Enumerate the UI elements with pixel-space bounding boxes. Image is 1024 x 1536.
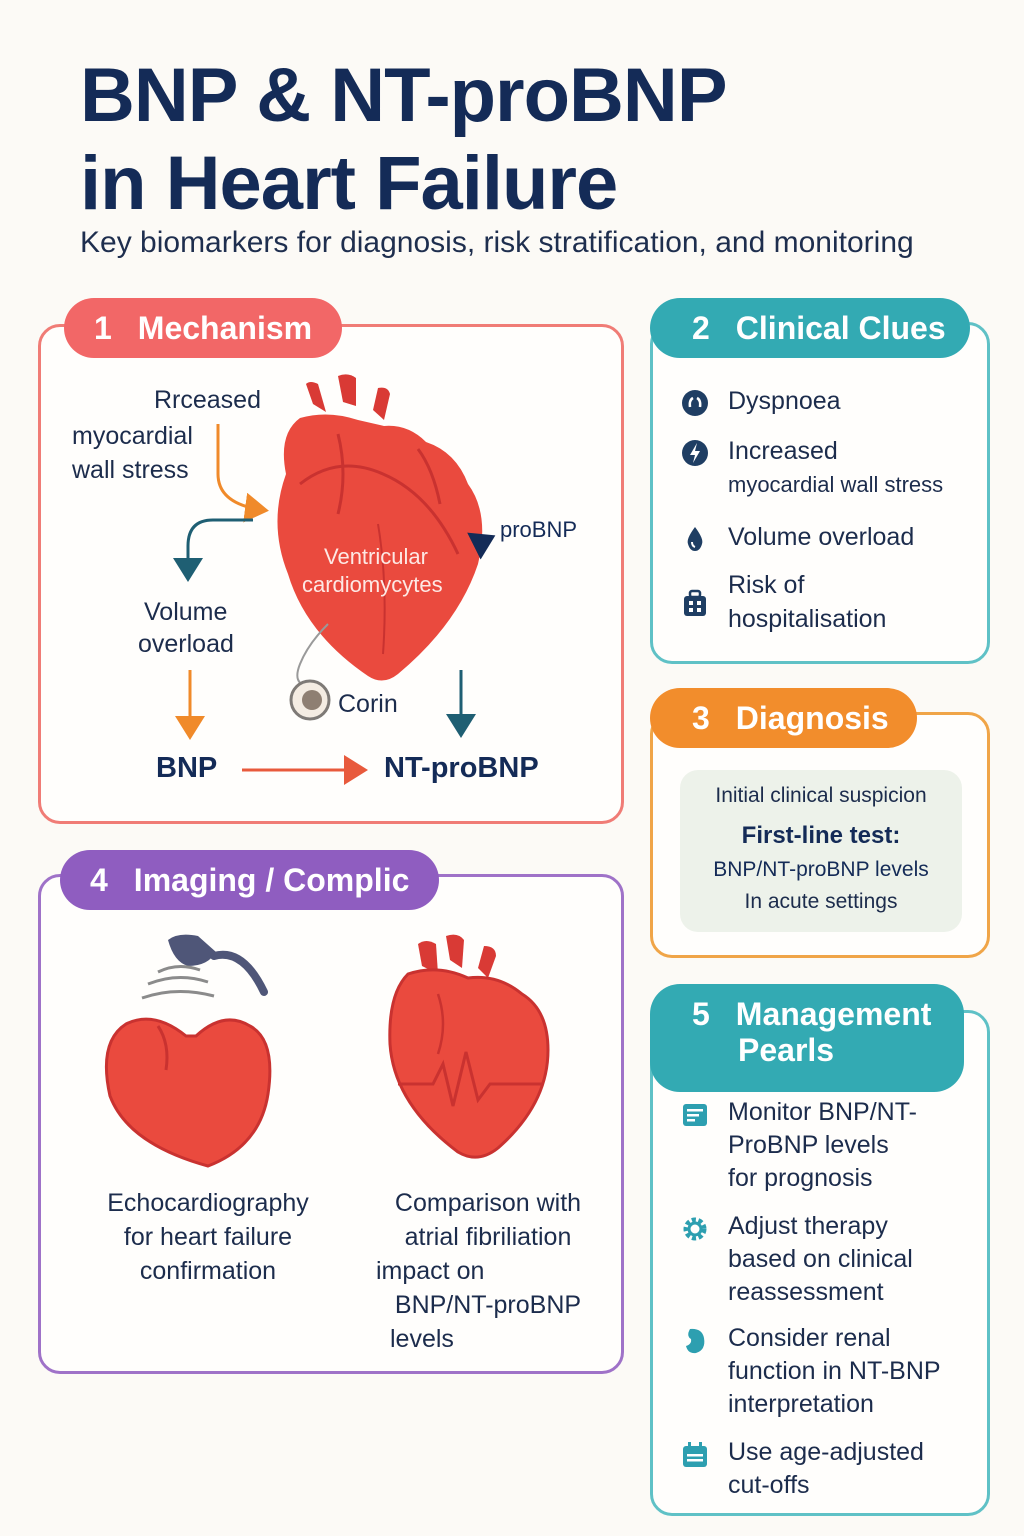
af-line: impact on: [376, 1257, 485, 1285]
clinical-clues-header: 2 Clinical Clues: [650, 298, 970, 358]
management-line: ProBNP levels: [728, 1131, 889, 1159]
clue-item-hospitalisation: Risk of hospitalisation: [680, 568, 886, 636]
imaging-illustrations: [104, 934, 550, 1168]
management-item-adjust: Adjust therapy based on clinical reasses…: [680, 1210, 964, 1309]
page-title: BNP & NT-proBNP in Heart Failure: [80, 52, 728, 228]
clue-item-dyspnoea: Dyspnoea: [680, 384, 841, 418]
heart-label-line2: cardiomycytes: [302, 572, 443, 597]
management-line: Use age-adjusted: [728, 1438, 924, 1466]
management-panel: [650, 1010, 990, 1516]
calendar-icon: [683, 1442, 707, 1467]
management-line: function in NT-BNP: [728, 1357, 941, 1385]
management-line: based on clinical: [728, 1245, 913, 1273]
management-item-monitor: Monitor BNP/NT- ProBNP levels for progno…: [680, 1096, 964, 1195]
bnp-label: BNP: [156, 752, 218, 784]
volume-label-line2: overload: [138, 630, 234, 658]
imaging-number: 4: [90, 862, 108, 898]
imaging-title: Imaging / Complic: [133, 862, 410, 898]
diagnosis-line3: BNP/NT-proBNP levels: [713, 858, 929, 881]
management-line: cut-offs: [728, 1471, 810, 1499]
clue-item-wall-stress: Increased myocardial wall stress: [680, 434, 943, 502]
echo-line: for heart failure: [123, 1223, 293, 1251]
af-line: levels: [390, 1325, 454, 1353]
echo-line: confirmation: [139, 1257, 277, 1285]
diagnosis-line1: Initial clinical suspicion: [715, 784, 927, 807]
hospital-icon: [684, 589, 706, 616]
management-line: Monitor BNP/NT-: [728, 1098, 917, 1126]
title-line-1: BNP & NT-proBNP: [80, 53, 728, 138]
clue-line: Risk of: [728, 571, 805, 599]
management-number: 5: [692, 996, 710, 1032]
gear-icon: [683, 1217, 707, 1241]
diagnosis-header: 3 Diagnosis: [650, 688, 917, 748]
management-line: interpretation: [728, 1390, 874, 1418]
clinical-clues-panel: [650, 322, 990, 664]
clue-line: Volume overload: [728, 523, 915, 551]
heart-icon: [277, 374, 483, 681]
kidney-icon: [686, 1328, 705, 1354]
drop-icon: [687, 527, 703, 551]
management-title-line1: Management: [735, 996, 932, 1032]
mechanism-number: 1: [94, 310, 112, 346]
chart-icon: [683, 1104, 707, 1126]
management-line: Consider renal: [728, 1324, 891, 1352]
diagnosis-number: 3: [692, 700, 710, 736]
lungs-icon: [682, 390, 708, 416]
management-line: for prognosis: [728, 1164, 873, 1192]
management-line: Adjust therapy: [728, 1212, 888, 1240]
clue-line: Increased: [728, 437, 838, 465]
lightning-icon: [682, 440, 708, 466]
ntprobnp-label: NT-proBNP: [384, 752, 539, 784]
clue-line: myocardial wall stress: [728, 472, 944, 497]
af-line: BNP/NT-proBNP: [394, 1291, 582, 1319]
echo-line: Echocardiography: [107, 1189, 309, 1217]
stress-label-line2: myocardial: [72, 422, 193, 450]
clue-item-volume: Volume overload: [680, 520, 914, 554]
heart-echo-icon: [104, 1017, 272, 1168]
clue-line: Dyspnoea: [728, 387, 841, 415]
management-item-renal: Consider renal function in NT-BNP interp…: [680, 1322, 964, 1421]
clinical-clues-title: Clinical Clues: [735, 310, 946, 346]
af-line: atrial fibriliation: [404, 1223, 572, 1251]
volume-label-line1: Volume: [144, 598, 228, 626]
corin-label: Corin: [338, 690, 398, 718]
clue-line: hospitalisation: [728, 605, 887, 633]
diagnosis-box: Initial clinical suspicion First-line te…: [680, 770, 962, 932]
clinical-clues-number: 2: [692, 310, 710, 346]
page-subtitle: Key biomarkers for diagnosis, risk strat…: [80, 226, 914, 259]
probnp-label: proBNP: [500, 517, 578, 542]
title-line-2: in Heart Failure: [80, 141, 618, 226]
diagnosis-title: Diagnosis: [735, 700, 889, 736]
stress-label-line3: wall stress: [72, 456, 189, 484]
management-item-cutoffs: Use age-adjusted cut-offs: [680, 1436, 964, 1502]
mechanism-diagram: [173, 374, 496, 785]
diagnosis-line4: In acute settings: [744, 890, 898, 913]
management-title-line2: Pearls: [738, 1032, 835, 1068]
stress-label-line1: Rrceased: [154, 386, 261, 414]
management-line: reassessment: [728, 1278, 884, 1306]
corin-enzyme-icon: [289, 679, 331, 721]
echo-caption: Echocardiography for heart failure confi…: [96, 1186, 320, 1288]
imaging-header: 4 Imaging / Complic: [60, 850, 440, 910]
ultrasound-probe-icon: [141, 934, 268, 1000]
heart-label-line1: Ventricular: [324, 544, 428, 569]
mechanism-title: Mechanism: [137, 310, 313, 346]
management-header: 5 Management Pearls: [650, 984, 964, 1092]
af-line: Comparison with: [394, 1189, 582, 1217]
af-caption: Comparison with atrial fibriliation impa…: [376, 1186, 600, 1356]
heart-ecg-icon: [388, 934, 550, 1159]
mechanism-header: 1 Mechanism: [64, 298, 343, 358]
diagnosis-line2: First-line test:: [741, 822, 901, 849]
